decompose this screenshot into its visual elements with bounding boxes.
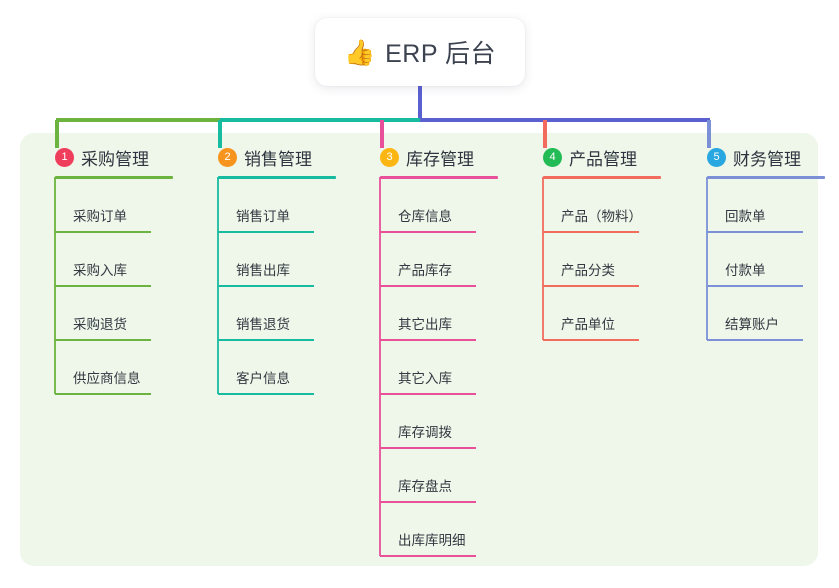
column-title: 产品管理 [569, 149, 637, 169]
list-item-label: 销售退货 [236, 317, 290, 332]
list-item[interactable]: 产品库存 [358, 233, 498, 287]
column-header-4[interactable]: 4 产品管理 [521, 145, 661, 169]
column-title: 库存管理 [406, 149, 474, 169]
column-item-list: 回款单付款单结算账户 [685, 179, 825, 341]
root-node-content: 👍 ERP 后台 [344, 34, 496, 70]
list-item-underline [380, 555, 476, 557]
column-badge-icon: 5 [707, 147, 726, 167]
list-item-underline [380, 231, 476, 233]
list-item-underline [707, 231, 803, 233]
list-item[interactable]: 销售出库 [196, 233, 336, 287]
column-title: 采购管理 [81, 149, 149, 169]
list-item[interactable]: 其它入库 [358, 341, 498, 395]
list-item-underline [218, 339, 314, 341]
column-item-list: 产品（物料） 产品分类产品单位 [521, 179, 661, 341]
thumbs-up-icon: 👍 [343, 37, 376, 67]
list-item-underline [380, 447, 476, 449]
list-item-label: 库存盘点 [398, 479, 452, 494]
list-item-underline [543, 285, 639, 287]
root-node[interactable]: 👍 ERP 后台 [315, 18, 525, 86]
list-item-underline [380, 393, 476, 395]
list-item-underline [543, 339, 639, 341]
column-4: 4 产品管理产品（物料） 产品分类产品单位 [521, 145, 661, 341]
list-item-underline [55, 393, 151, 395]
column-3: 3 库存管理仓库信息产品库存其它出库其它入库库存调拨库存盘点出库库明细 [358, 145, 498, 557]
list-item-underline [218, 285, 314, 287]
column-5: 5 财务管理回款单付款单结算账户 [685, 145, 825, 341]
column-title: 财务管理 [733, 149, 801, 169]
column-1: 1 采购管理采购订单采购入库采购退货供应商信息 [33, 145, 173, 395]
list-item-label: 采购退货 [73, 317, 127, 332]
column-title: 销售管理 [244, 149, 312, 169]
list-item[interactable]: 销售退货 [196, 287, 336, 341]
column-item-list: 采购订单采购入库采购退货供应商信息 [33, 179, 173, 395]
list-item[interactable]: 产品单位 [521, 287, 661, 341]
column-underline [218, 176, 336, 179]
list-item[interactable]: 仓库信息 [358, 179, 498, 233]
list-item-label: 销售订单 [236, 209, 290, 224]
list-item-label: 供应商信息 [73, 371, 141, 386]
list-item-underline [707, 339, 803, 341]
list-item-underline [380, 501, 476, 503]
columns-panel [20, 133, 818, 566]
column-header-2[interactable]: 2 销售管理 [196, 145, 336, 169]
list-item-label: 产品（物料） [561, 209, 642, 224]
list-item[interactable]: 供应商信息 [33, 341, 173, 395]
list-item[interactable]: 采购退货 [33, 287, 173, 341]
column-underline [707, 176, 825, 179]
column-badge-icon: 1 [55, 147, 74, 167]
list-item-label: 销售出库 [236, 263, 290, 278]
list-item-label: 其它出库 [398, 317, 452, 332]
list-item-label: 产品库存 [398, 263, 452, 278]
list-item-underline [55, 339, 151, 341]
column-badge-icon: 3 [380, 147, 399, 167]
list-item-underline [380, 285, 476, 287]
column-badge-icon: 2 [218, 147, 237, 167]
list-item-underline [543, 231, 639, 233]
list-item[interactable]: 采购入库 [33, 233, 173, 287]
list-item[interactable]: 产品（物料） [521, 179, 661, 233]
list-item-underline [55, 285, 151, 287]
list-item-underline [218, 231, 314, 233]
column-header-5[interactable]: 5 财务管理 [685, 145, 825, 169]
list-item-label: 回款单 [725, 209, 766, 224]
list-item[interactable]: 库存调拨 [358, 395, 498, 449]
column-header-3[interactable]: 3 库存管理 [358, 145, 498, 169]
list-item-label: 库存调拨 [398, 425, 452, 440]
column-badge-icon: 4 [543, 147, 562, 167]
list-item-underline [380, 339, 476, 341]
list-item-label: 采购订单 [73, 209, 127, 224]
column-underline [543, 176, 661, 179]
column-item-list: 销售订单销售出库销售退货客户信息 [196, 179, 336, 395]
root-node-title: ERP 后台 [385, 40, 497, 68]
list-item-underline [707, 285, 803, 287]
list-item-label: 采购入库 [73, 263, 127, 278]
list-item-underline [55, 231, 151, 233]
list-item-label: 产品分类 [561, 263, 615, 278]
list-item[interactable]: 产品分类 [521, 233, 661, 287]
column-underline [380, 176, 498, 179]
column-item-list: 仓库信息产品库存其它出库其它入库库存调拨库存盘点出库库明细 [358, 179, 498, 557]
list-item-label: 付款单 [725, 263, 766, 278]
list-item-label: 其它入库 [398, 371, 452, 386]
column-underline [55, 176, 173, 179]
column-header-1[interactable]: 1 采购管理 [33, 145, 173, 169]
list-item[interactable]: 出库库明细 [358, 503, 498, 557]
list-item[interactable]: 销售订单 [196, 179, 336, 233]
list-item-label: 出库库明细 [398, 533, 466, 548]
list-item[interactable]: 其它出库 [358, 287, 498, 341]
column-2: 2 销售管理销售订单销售出库销售退货客户信息 [196, 145, 336, 395]
list-item[interactable]: 结算账户 [685, 287, 825, 341]
list-item-label: 产品单位 [561, 317, 615, 332]
list-item-label: 仓库信息 [398, 209, 452, 224]
list-item-label: 客户信息 [236, 371, 290, 386]
list-item[interactable]: 库存盘点 [358, 449, 498, 503]
list-item[interactable]: 回款单 [685, 179, 825, 233]
list-item[interactable]: 采购订单 [33, 179, 173, 233]
list-item[interactable]: 客户信息 [196, 341, 336, 395]
list-item-label: 结算账户 [725, 317, 779, 332]
list-item-underline [218, 393, 314, 395]
list-item[interactable]: 付款单 [685, 233, 825, 287]
